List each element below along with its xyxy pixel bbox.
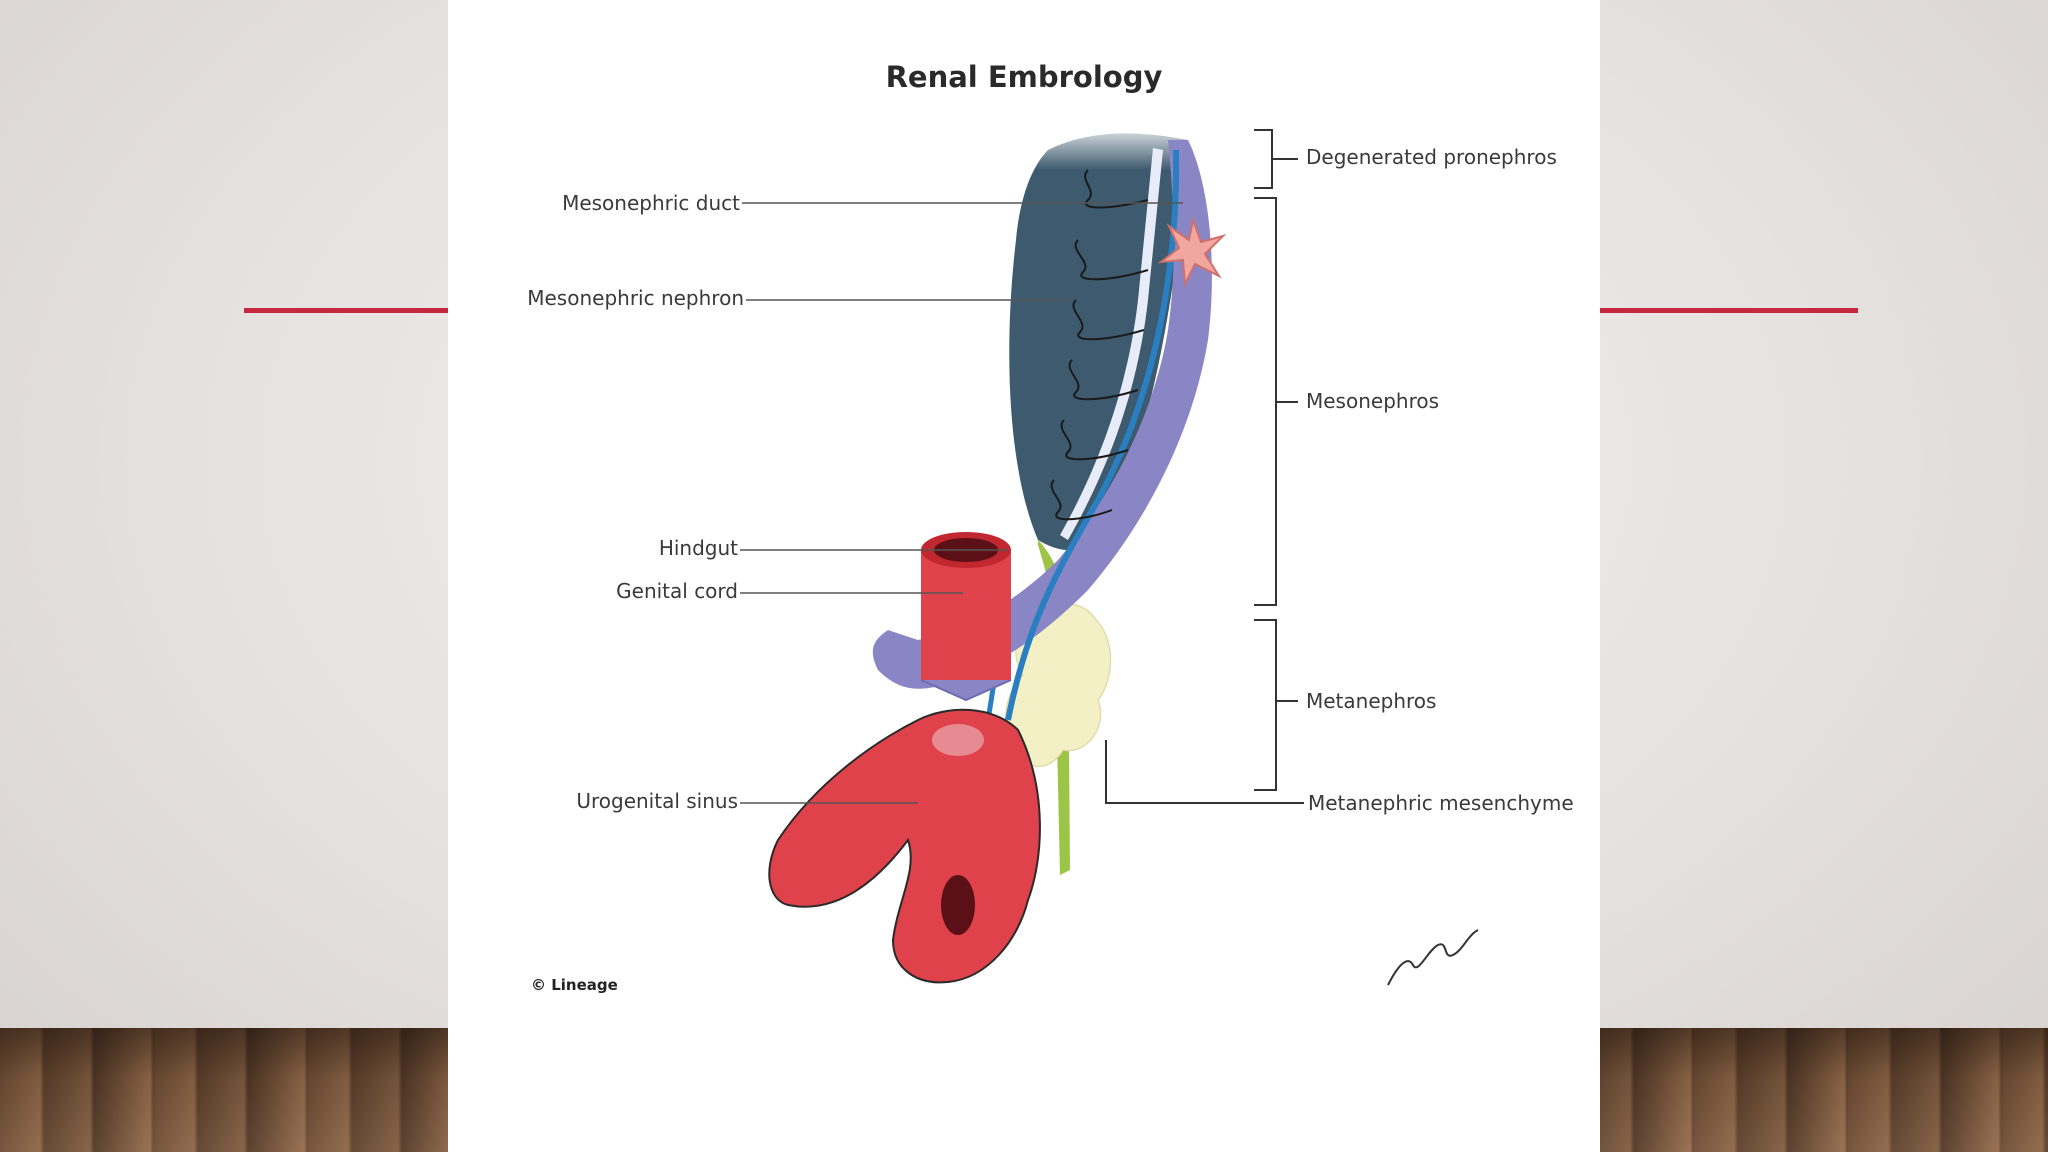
label-metanephric-mesenchyme: Metanephric mesenchyme xyxy=(1308,791,1574,815)
label-mesonephros: Mesonephros xyxy=(1306,389,1440,413)
diagram-title: Renal Embrology xyxy=(885,60,1163,94)
artist-signature xyxy=(1387,929,1479,986)
urogenital-sinus xyxy=(768,708,1041,984)
label-genital-cord: Genital cord xyxy=(616,579,738,603)
leader-lines-left xyxy=(740,202,1183,804)
label-hindgut: Hindgut xyxy=(658,536,738,560)
label-mesonephric-nephron: Mesonephric nephron xyxy=(527,286,744,310)
hindgut-tube xyxy=(920,532,1012,702)
mesonephric-duct-line xyxy=(1005,149,1180,721)
renal-embryology-illustration xyxy=(740,120,1479,986)
accent-line-left xyxy=(244,308,448,313)
cloacal-opening xyxy=(941,875,975,935)
label-metanephros: Metanephros xyxy=(1306,689,1437,713)
glomerulus xyxy=(1157,216,1227,288)
mesonephros-body xyxy=(1009,133,1188,551)
label-urogenital-sinus: Urogenital sinus xyxy=(576,789,738,813)
brackets-right xyxy=(1105,129,1304,804)
label-mesonephric-duct: Mesonephric duct xyxy=(562,191,740,215)
duct-highlight xyxy=(1060,148,1163,540)
accent-line-right xyxy=(1600,308,1858,313)
sinus-neck xyxy=(932,724,984,756)
nephron-tubules xyxy=(1050,169,1149,521)
copyright-notice: © Lineage xyxy=(531,976,618,994)
label-degenerated-pronephros: Degenerated pronephros xyxy=(1306,145,1557,169)
metanephric-mesenchyme xyxy=(1004,603,1112,767)
top-fade xyxy=(1008,120,1238,170)
diagram-panel: Renal Embrology xyxy=(448,0,1600,1152)
